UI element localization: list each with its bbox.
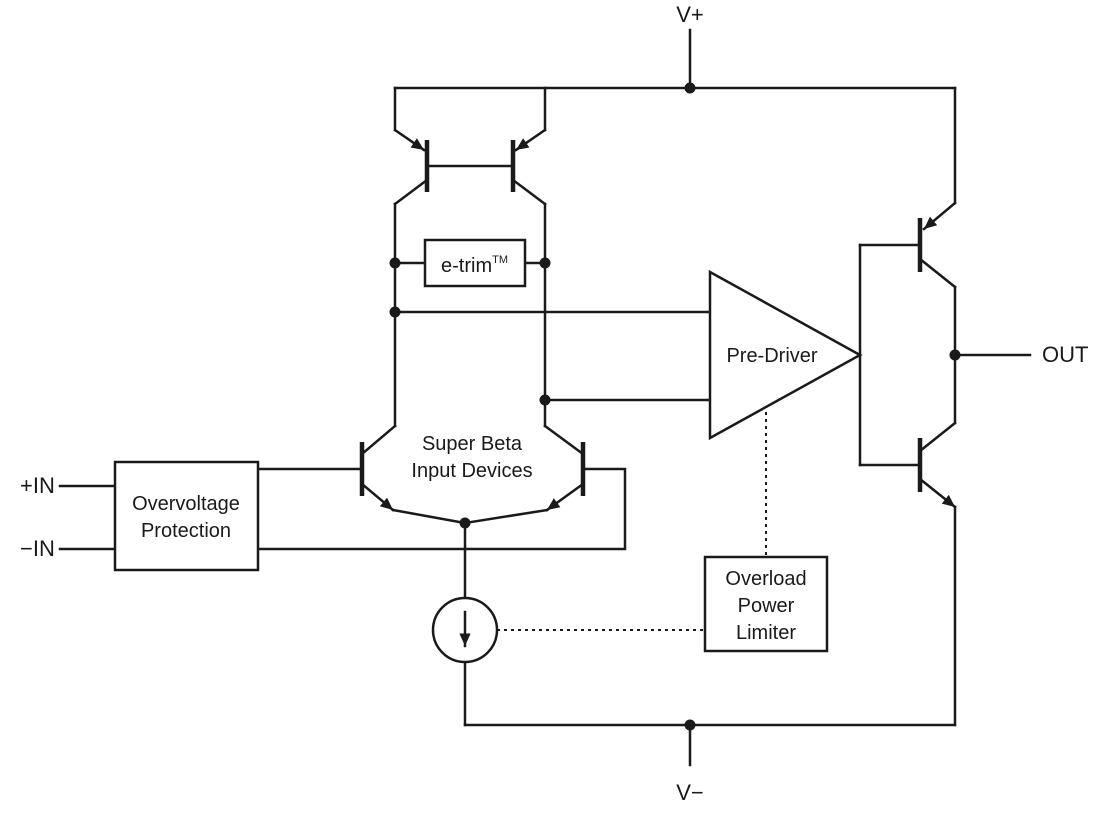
limiter-label-line1: Overload (725, 568, 806, 590)
circuit-wires (58, 28, 1032, 767)
input-pair-label-line1: Super Beta (422, 433, 523, 455)
etrim-label: e-trimTM (441, 254, 508, 277)
current-mirror-transistor-right (510, 128, 547, 192)
pre-driver-triangle (708, 269, 863, 441)
in-plus-label: +IN (20, 473, 55, 498)
out-label: OUT (1042, 342, 1088, 367)
tail-current-source (431, 596, 499, 664)
v-plus-label: V+ (676, 2, 704, 27)
input-pair-label-line2: Input Devices (411, 460, 532, 482)
current-mirror-transistor-left (393, 128, 430, 192)
etrim-box (423, 238, 527, 288)
overvoltage-protection-label-line2: Protection (141, 520, 231, 542)
output-transistor-bottom (917, 438, 957, 509)
overvoltage-protection-box (113, 460, 260, 572)
output-transistor-top (917, 201, 957, 272)
in-minus-label: −IN (20, 536, 55, 561)
overload-power-limiter-box (703, 555, 829, 653)
limiter-label-line2: Power (738, 595, 795, 617)
junction-dots (389, 82, 961, 731)
overvoltage-protection-label-line1: Overvoltage (132, 493, 240, 515)
limiter-label-line3: Limiter (736, 622, 796, 644)
pre-driver-label: Pre-Driver (726, 345, 817, 367)
v-minus-label: V− (676, 780, 704, 805)
input-transistor-right (545, 442, 586, 512)
input-transistor-left (359, 442, 395, 512)
